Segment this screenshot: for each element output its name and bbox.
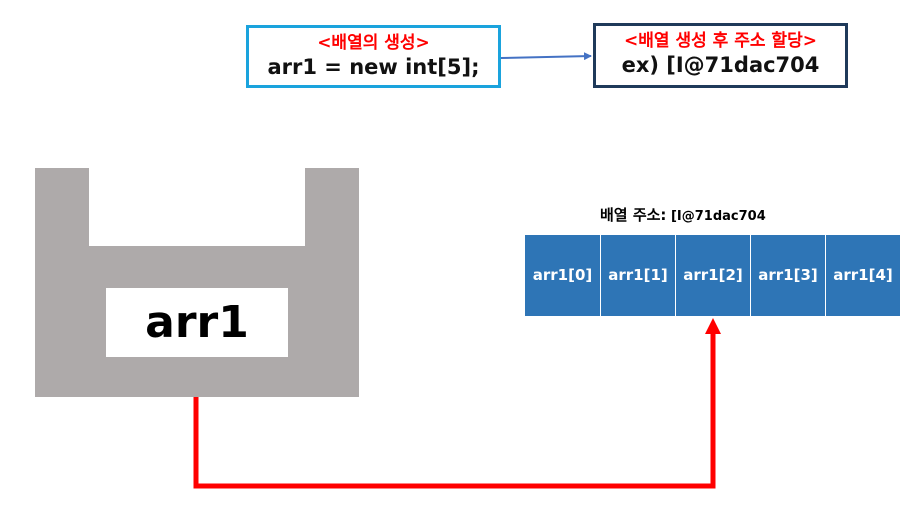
- array-creation-heading: <배열의 생성>: [317, 33, 430, 53]
- array-memory: arr1[0] arr1[1] arr1[2] arr1[3] arr1[4]: [525, 235, 900, 316]
- array-cell: arr1[0]: [525, 235, 600, 316]
- flow-arrow: [500, 52, 592, 61]
- array-address-value: [I@71dac704: [666, 209, 766, 224]
- array-cell: arr1[3]: [750, 235, 825, 316]
- array-allocation-example: ex) [I@71dac704: [621, 53, 820, 77]
- variable-container-shape: [35, 168, 359, 397]
- array-cell: arr1[4]: [825, 235, 900, 316]
- variable-name: arr1: [106, 288, 288, 357]
- array-creation-code: arr1 = new int[5];: [267, 55, 480, 79]
- array-allocation-heading: <배열 생성 후 주소 할당>: [624, 31, 817, 51]
- reference-arrow-line: [193, 332, 716, 489]
- array-creation-box: <배열의 생성> arr1 = new int[5];: [246, 25, 501, 88]
- reference-arrow-head: [705, 318, 721, 334]
- array-cell: arr1[1]: [600, 235, 675, 316]
- array-allocation-box: <배열 생성 후 주소 할당> ex) [I@71dac704: [593, 23, 848, 88]
- array-address-caption: 배열 주소: [I@71dac704: [600, 204, 860, 225]
- array-cell: arr1[2]: [675, 235, 750, 316]
- array-address-label: 배열 주소:: [600, 206, 667, 224]
